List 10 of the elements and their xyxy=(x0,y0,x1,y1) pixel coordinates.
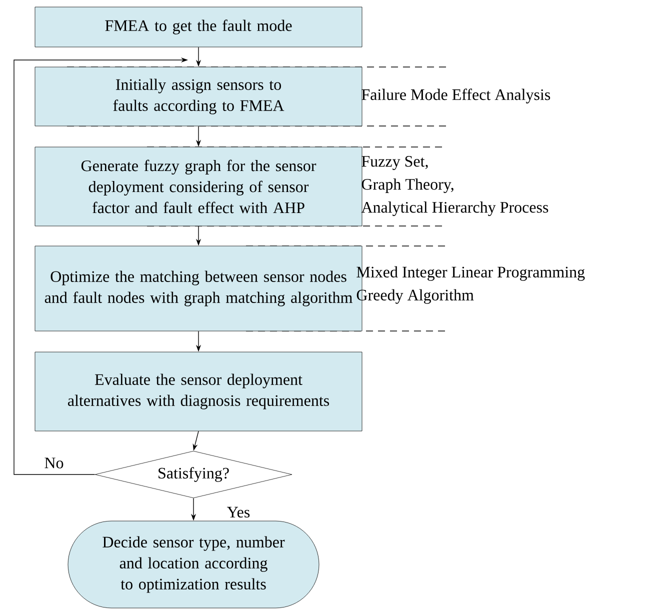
method-text: Mixed Integer Linear Programming Greedy Algorithm xyxy=(356,266,585,304)
process-box: FMEA to get the fault mode xyxy=(34,6,362,48)
edge-label: Yes xyxy=(226,506,252,519)
process-box: Initially assign sensors to faults according to FMEA xyxy=(34,66,362,126)
method-text: Failure Mode Effect Analysis xyxy=(362,88,550,104)
terminal-box: Decide sensor type, number and location according to optimization results xyxy=(68,520,320,608)
edge-label: No xyxy=(43,456,65,470)
process-box: Generate fuzzy graph for the sensor deployment considering of sensor factor and fault effect with AHP xyxy=(34,146,362,226)
method-text: Fuzzy Set, Graph Theory, Analytical Hierarchy Process xyxy=(361,156,548,216)
process-box: Evaluate the sensor deployment alternatives with diagnosis requirements xyxy=(34,352,362,432)
